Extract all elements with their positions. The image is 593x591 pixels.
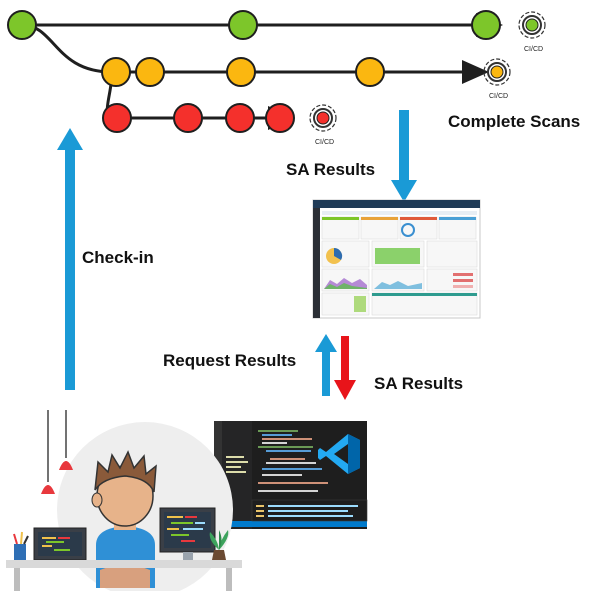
commit-node <box>228 10 258 40</box>
lamp-icon <box>41 410 55 494</box>
plant-icon <box>209 530 229 560</box>
pencil-cup-icon <box>13 531 29 560</box>
vscode-icon <box>318 434 360 474</box>
commit-node <box>355 57 385 87</box>
commit-node <box>226 57 256 87</box>
cicd-label-main: CI/CD <box>524 46 544 53</box>
laptop-icon <box>28 527 92 564</box>
desk-leg-right <box>226 568 232 591</box>
developer-illustration <box>6 410 242 591</box>
feature-branch-commits <box>101 57 385 87</box>
check-in-label: Check-in <box>82 248 154 267</box>
complete-scans-label: Complete Scans <box>448 112 581 131</box>
branch-lines <box>21 13 503 130</box>
commit-node <box>173 103 203 133</box>
commit-node <box>7 10 37 40</box>
monitor-icon <box>159 507 216 560</box>
commit-node <box>101 57 131 87</box>
sa-results-down-arrow <box>334 336 356 400</box>
person-icon <box>91 450 157 588</box>
lamp-icon <box>59 410 73 470</box>
commit-node <box>265 103 295 133</box>
request-results-label: Request Results <box>163 351 297 370</box>
request-results-arrow <box>315 334 337 396</box>
sa-dashboard-thumbnail <box>312 199 481 319</box>
bug-branch-commits <box>102 103 295 133</box>
gear-icon <box>518 11 546 39</box>
commit-node <box>225 103 255 133</box>
check-in-arrow <box>57 128 83 390</box>
vscode-editor-screenshot <box>214 421 368 529</box>
cicd-label-bug: CI/CD <box>315 139 335 146</box>
desk-top <box>6 560 242 568</box>
complete-scans-arrow <box>391 110 417 202</box>
commit-node <box>102 103 132 133</box>
desk-leg-left <box>14 568 20 591</box>
sa-results-label-top: SA Results <box>286 160 376 179</box>
cicd-label-feature: CI/CD <box>489 93 509 100</box>
feature-branch-connector <box>21 23 113 74</box>
gear-icon <box>483 58 511 86</box>
gear-icon <box>309 104 337 132</box>
commit-node <box>471 10 501 40</box>
commit-node <box>135 57 165 87</box>
main-branch-commits <box>7 10 501 40</box>
sa-results-label-bottom: SA Results <box>374 374 464 393</box>
